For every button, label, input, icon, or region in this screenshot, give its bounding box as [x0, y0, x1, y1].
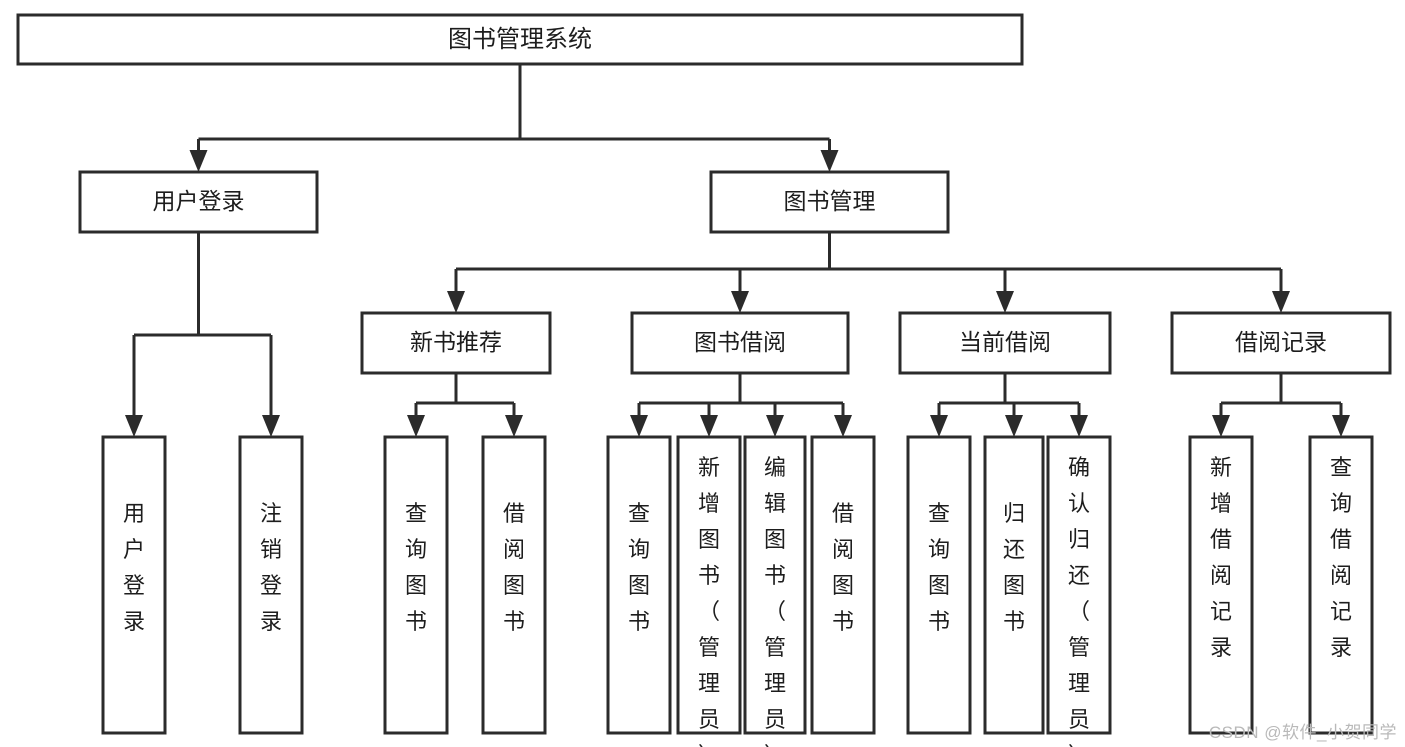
arrow-head-icon — [447, 291, 465, 313]
node-box-borrow-record[interactable] — [1170, 311, 1392, 375]
node-label-user-login: 用户登录 — [153, 188, 245, 214]
arrow-head-icon — [262, 415, 280, 437]
node-box-leaf-borrow-book-1[interactable] — [481, 435, 547, 735]
arrow-head-icon — [700, 415, 718, 437]
node-box-leaf-user-logout[interactable] — [238, 435, 304, 735]
node-label-borrow-record: 借阅记录 — [1235, 329, 1327, 355]
node-box-leaf-add-book[interactable] — [676, 435, 742, 735]
arrow-head-icon — [834, 415, 852, 437]
node-box-leaf-query-book-2[interactable] — [606, 435, 672, 735]
node-box-book-borrow[interactable] — [630, 311, 850, 375]
node-label-leaf-query-book-1: 查询图书 — [405, 501, 427, 634]
arrow-head-icon — [125, 415, 143, 437]
node-label-root: 图书管理系统 — [448, 26, 592, 53]
node-label-leaf-borrow-book-2: 借阅图书 — [832, 501, 854, 634]
arrow-head-icon — [1272, 291, 1290, 313]
node-box-user-login[interactable] — [78, 170, 319, 234]
arrow-head-icon — [820, 150, 839, 172]
arrow-head-icon — [189, 150, 208, 172]
node-label-leaf-query-book-3: 查询图书 — [928, 501, 950, 634]
arrow-head-icon — [996, 291, 1014, 313]
node-label-leaf-add-record: 新增借阅记录 — [1210, 455, 1232, 660]
arrow-head-icon — [930, 415, 948, 437]
node-label-book-borrow: 图书借阅 — [694, 329, 786, 355]
arrow-head-icon — [731, 291, 749, 313]
node-label-leaf-borrow-book-1: 借阅图书 — [503, 501, 525, 634]
node-box-book-manage[interactable] — [709, 170, 950, 234]
node-box-current-borrow[interactable] — [898, 311, 1112, 375]
node-box-leaf-query-book-1[interactable] — [383, 435, 449, 735]
node-layer: 图书管理系统用户登录图书管理新书推荐图书借阅当前借阅借阅记录用户登录注销登录查询… — [16, 13, 1392, 747]
arrow-head-icon — [1005, 415, 1023, 437]
node-box-leaf-confirm-return[interactable] — [1046, 435, 1112, 735]
arrow-head-icon — [407, 415, 425, 437]
node-box-new-book-recommend[interactable] — [360, 311, 552, 375]
node-label-leaf-query-record: 查询借阅记录 — [1330, 455, 1352, 660]
node-label-book-manage: 图书管理 — [784, 188, 876, 214]
node-box-leaf-query-book-3[interactable] — [906, 435, 972, 735]
node-label-leaf-return-book: 归还图书 — [1003, 501, 1025, 634]
node-label-current-borrow: 当前借阅 — [959, 329, 1051, 355]
node-box-leaf-add-record[interactable] — [1188, 435, 1254, 735]
node-box-leaf-query-record[interactable] — [1308, 435, 1374, 735]
arrow-head-icon — [1212, 415, 1230, 437]
arrow-head-icon — [1070, 415, 1088, 437]
node-label-leaf-user-login: 用户登录 — [123, 501, 145, 634]
arrow-head-icon — [1332, 415, 1350, 437]
node-label-leaf-confirm-return: 确认归还（管理员） — [1068, 455, 1090, 747]
node-box-leaf-borrow-book-2[interactable] — [810, 435, 876, 735]
node-label-leaf-user-logout: 注销登录 — [260, 501, 282, 634]
node-box-leaf-return-book[interactable] — [983, 435, 1045, 735]
arrow-head-icon — [505, 415, 523, 437]
node-label-new-book-recommend: 新书推荐 — [410, 329, 502, 355]
arrow-head-icon — [630, 415, 648, 437]
node-label-leaf-query-book-2: 查询图书 — [628, 501, 650, 634]
node-label-leaf-edit-book: 编辑图书（管理员） — [764, 455, 786, 747]
node-box-leaf-user-login[interactable] — [101, 435, 167, 735]
arrow-head-icon — [766, 415, 784, 437]
connector-layer — [125, 64, 1350, 437]
node-box-root[interactable] — [16, 13, 1024, 66]
node-box-leaf-edit-book[interactable] — [743, 435, 807, 735]
node-label-leaf-add-book: 新增图书（管理员） — [698, 455, 720, 747]
